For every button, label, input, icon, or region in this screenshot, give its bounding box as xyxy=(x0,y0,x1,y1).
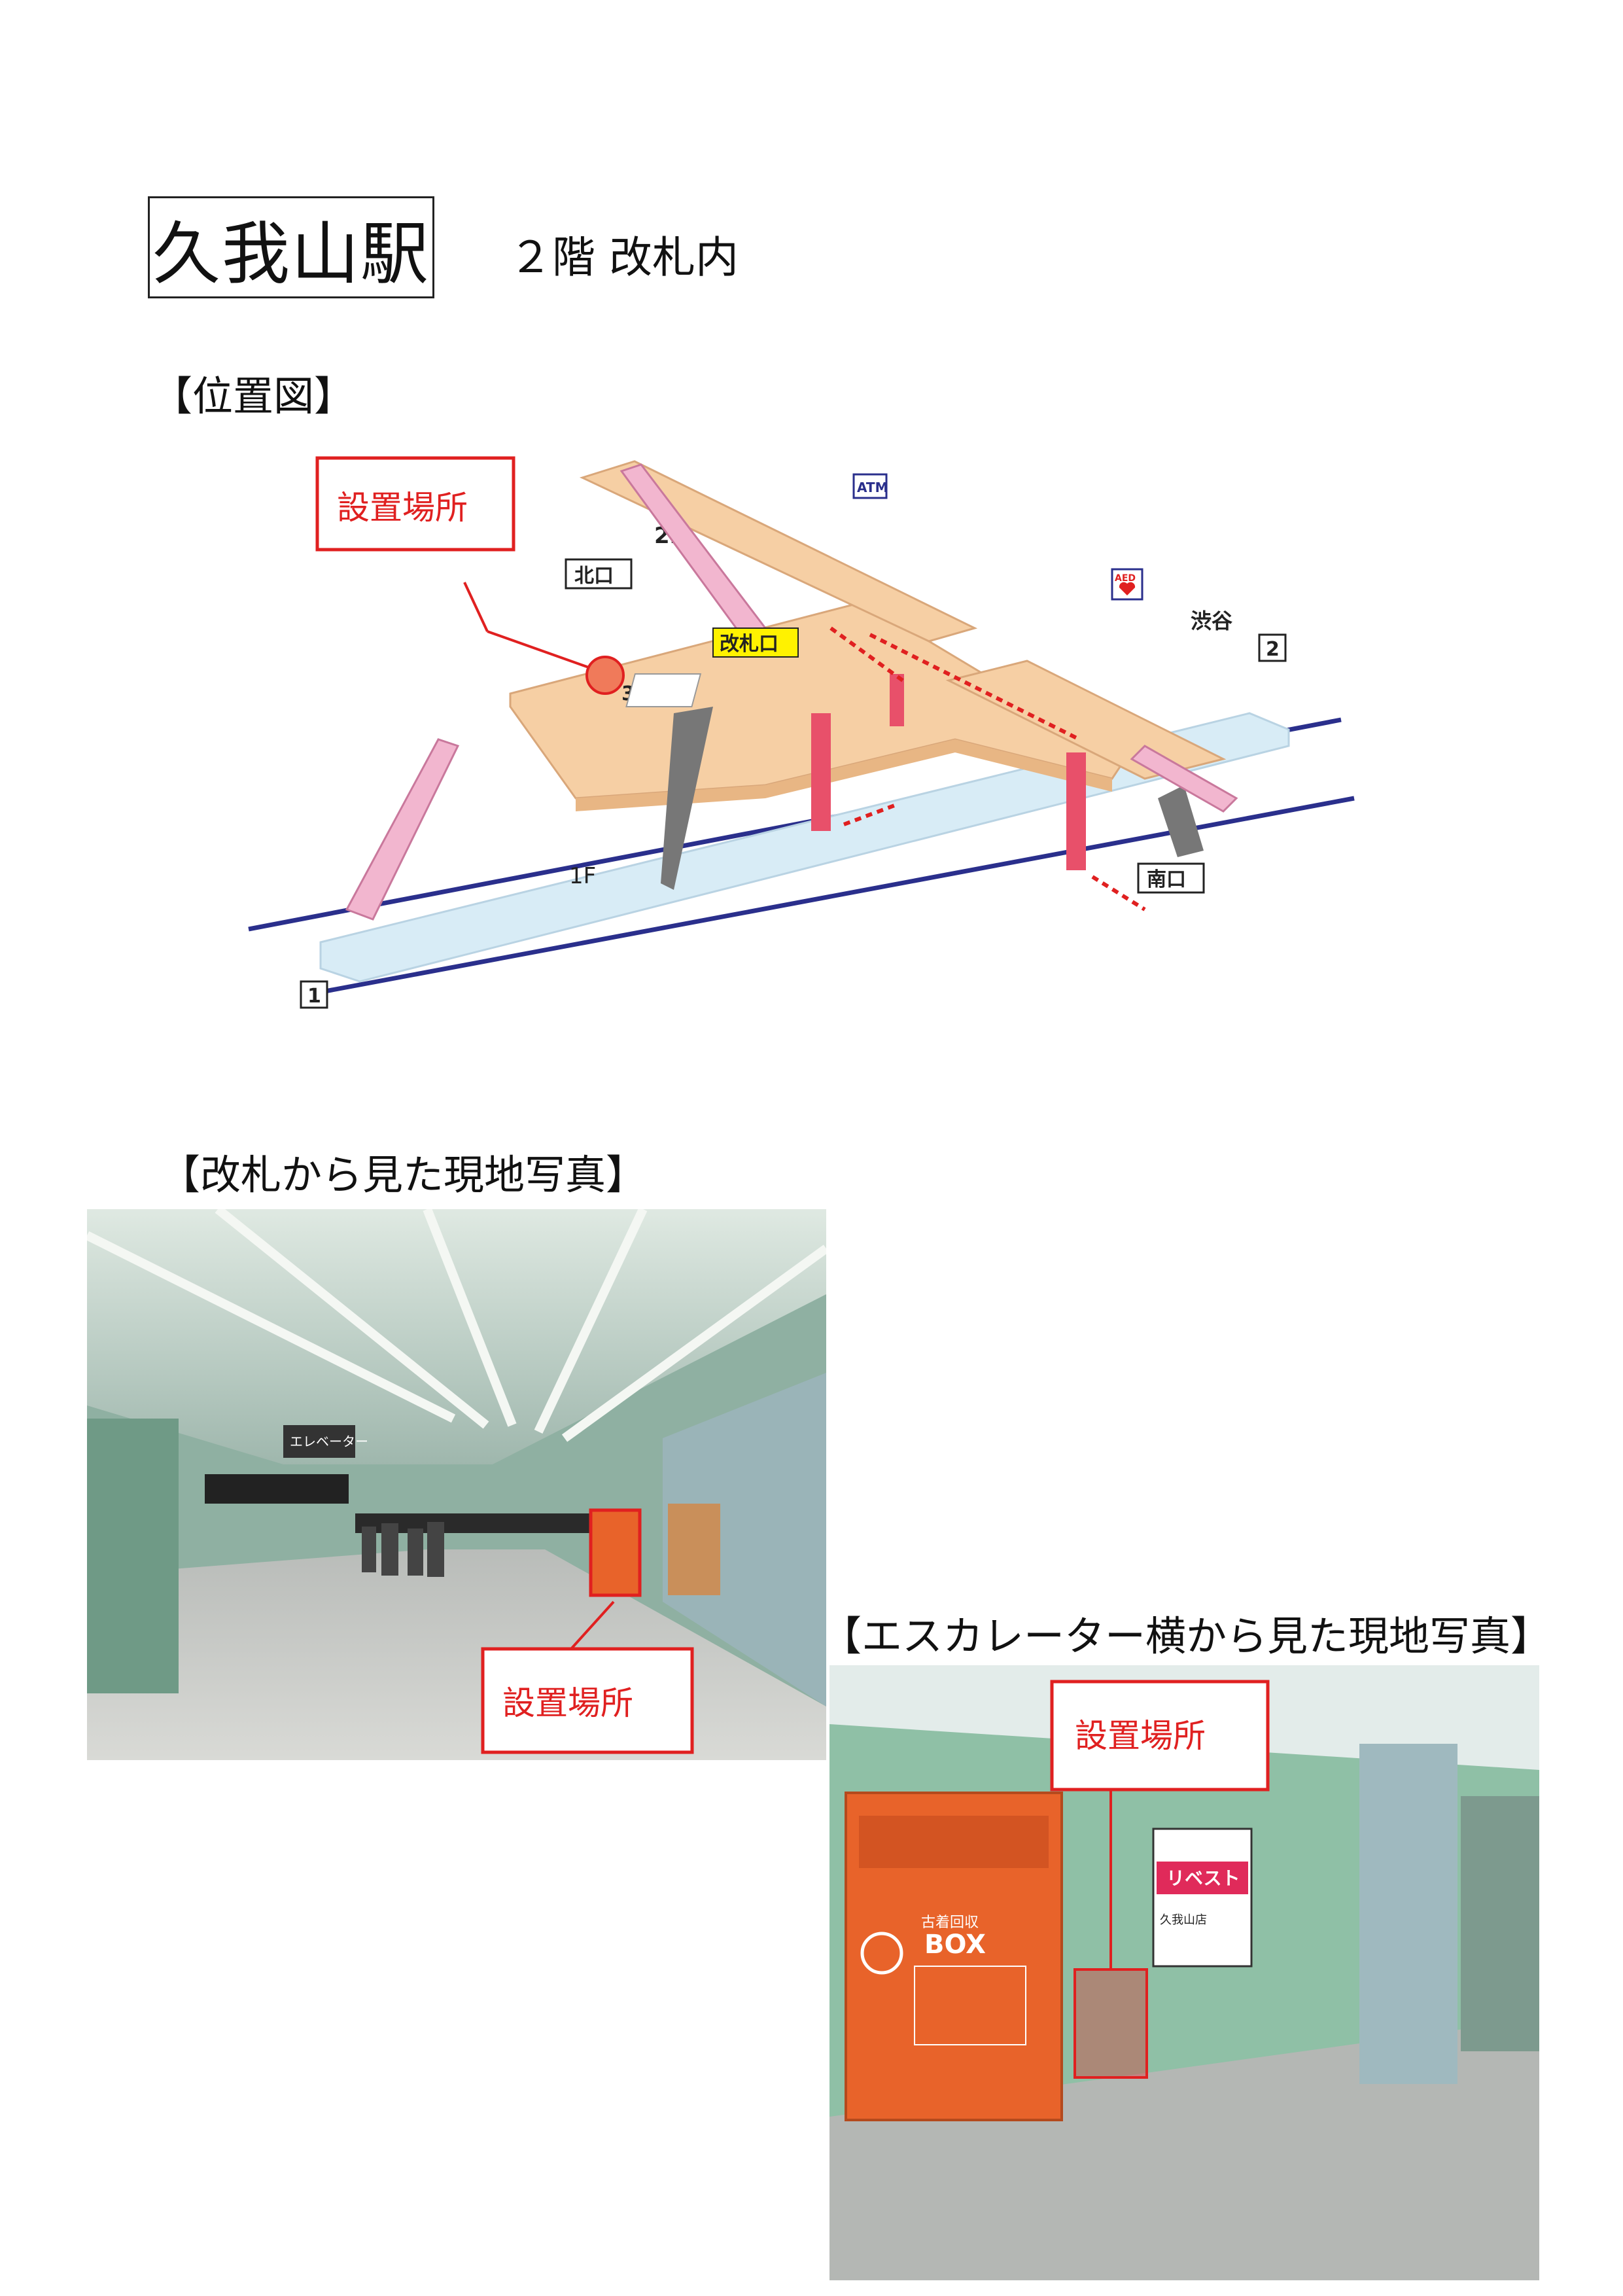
floor-subtitle: ２階 改札内 xyxy=(509,232,739,283)
station-map: 1F 2F 3F 改札口 北口 南口 渋谷 2 1 ATM AED 設置場所 xyxy=(248,456,1355,1009)
concourse-edge xyxy=(576,739,1112,811)
platform-2-label: 2 xyxy=(1266,638,1280,661)
map-callout-box xyxy=(315,456,515,552)
route-dotted-1 xyxy=(869,633,1081,741)
photo1-callout-leader xyxy=(570,1600,615,1650)
photo2-callout-label: 設置場所 xyxy=(1075,1717,1206,1755)
photo1-left-wall xyxy=(87,1419,179,1693)
wall-poster xyxy=(668,1504,720,1595)
photo1-section-label: 【改札から見た現地写真】 xyxy=(160,1151,647,1199)
pedestrians xyxy=(362,1522,444,1577)
photo-from-gate: エレベーター 設置場所 xyxy=(87,1209,826,1760)
platform-sign xyxy=(205,1474,349,1504)
ad-poster-title: リベスト xyxy=(1166,1867,1240,1889)
elevator-pillar-3 xyxy=(890,674,904,726)
box-pictogram-panel xyxy=(914,1966,1026,2045)
platform-1-box xyxy=(300,980,328,1009)
ad-poster-banner xyxy=(1157,1862,1248,1894)
south-exit-box xyxy=(1137,862,1205,894)
elevator-pillar-1 xyxy=(811,713,831,831)
photo2-highlight xyxy=(1073,1968,1148,2079)
photo1-highlight xyxy=(589,1508,642,1597)
ad-poster-sub: 久我山店 xyxy=(1160,1913,1207,1927)
aed-heart-icon xyxy=(1119,582,1136,595)
station-title-box: 久我山駅 xyxy=(148,196,434,298)
gate-label: 改札口 xyxy=(720,633,778,656)
map-section-label: 【位置図】 xyxy=(152,372,355,420)
departure-board xyxy=(355,1513,630,1533)
station-name: 久我山駅 xyxy=(152,213,430,294)
ad-poster xyxy=(1152,1828,1253,1968)
photo1-ceiling-lights xyxy=(87,1209,826,1442)
callout-leader-2 xyxy=(487,630,589,669)
photo-from-escalator: 古着回収 BOX リベスト 久我山店 設置場所 xyxy=(829,1665,1539,2280)
location-marker xyxy=(585,656,625,695)
elevator-sign xyxy=(283,1425,355,1458)
escalator-south xyxy=(1130,745,1238,813)
south-exit-label: 南口 xyxy=(1147,868,1186,891)
photo2-far-wall xyxy=(1461,1796,1539,2051)
stairs-south xyxy=(1158,785,1204,857)
stair-opening xyxy=(625,673,702,707)
photo1-right-wall xyxy=(663,1373,826,1706)
walkway-south xyxy=(945,660,1227,780)
elevator-sign-label: エレベーター xyxy=(290,1434,368,1449)
escalator-west xyxy=(345,738,460,921)
stairs-down xyxy=(661,707,713,890)
collection-box-distant xyxy=(591,1510,640,1595)
north-exit-label: 北口 xyxy=(574,565,614,588)
route-dotted-4 xyxy=(1091,875,1146,911)
route-dotted-2 xyxy=(829,626,904,682)
elevator-pillar-2 xyxy=(1066,752,1086,870)
aed-label: AED xyxy=(1115,573,1136,584)
platform-1f xyxy=(319,712,1290,983)
atm-icon xyxy=(852,473,888,499)
photo1-ceiling xyxy=(87,1209,826,1464)
box-label: BOX xyxy=(924,1930,986,1960)
photo2-callout-box xyxy=(1050,1680,1270,1792)
north-exit-box xyxy=(565,558,633,590)
platform-1-label: 1 xyxy=(307,985,321,1008)
photo1-callout-label: 設置場所 xyxy=(502,1684,633,1722)
walkway-2f xyxy=(579,460,978,643)
map-callout-label: 設置場所 xyxy=(337,489,468,527)
photo2-glass-panel xyxy=(1359,1744,1457,2084)
photo2-section-label: 【エスカレーター横から見た現地写真】 xyxy=(821,1612,1552,1660)
floor-1f-label: 1F xyxy=(569,863,596,889)
route-dotted-3 xyxy=(843,803,898,826)
platform-2-box xyxy=(1258,633,1287,662)
box-logo-icon xyxy=(860,1932,903,1975)
atm-label: ATM xyxy=(857,480,888,495)
box-label-top: 古着回収 xyxy=(921,1915,979,1931)
callout-leader-1 xyxy=(463,582,489,632)
shibuya-label: 渋谷 xyxy=(1191,609,1232,633)
photo1-callout-box xyxy=(481,1647,694,1754)
box-chute xyxy=(859,1816,1049,1868)
gate-label-box xyxy=(712,627,799,658)
